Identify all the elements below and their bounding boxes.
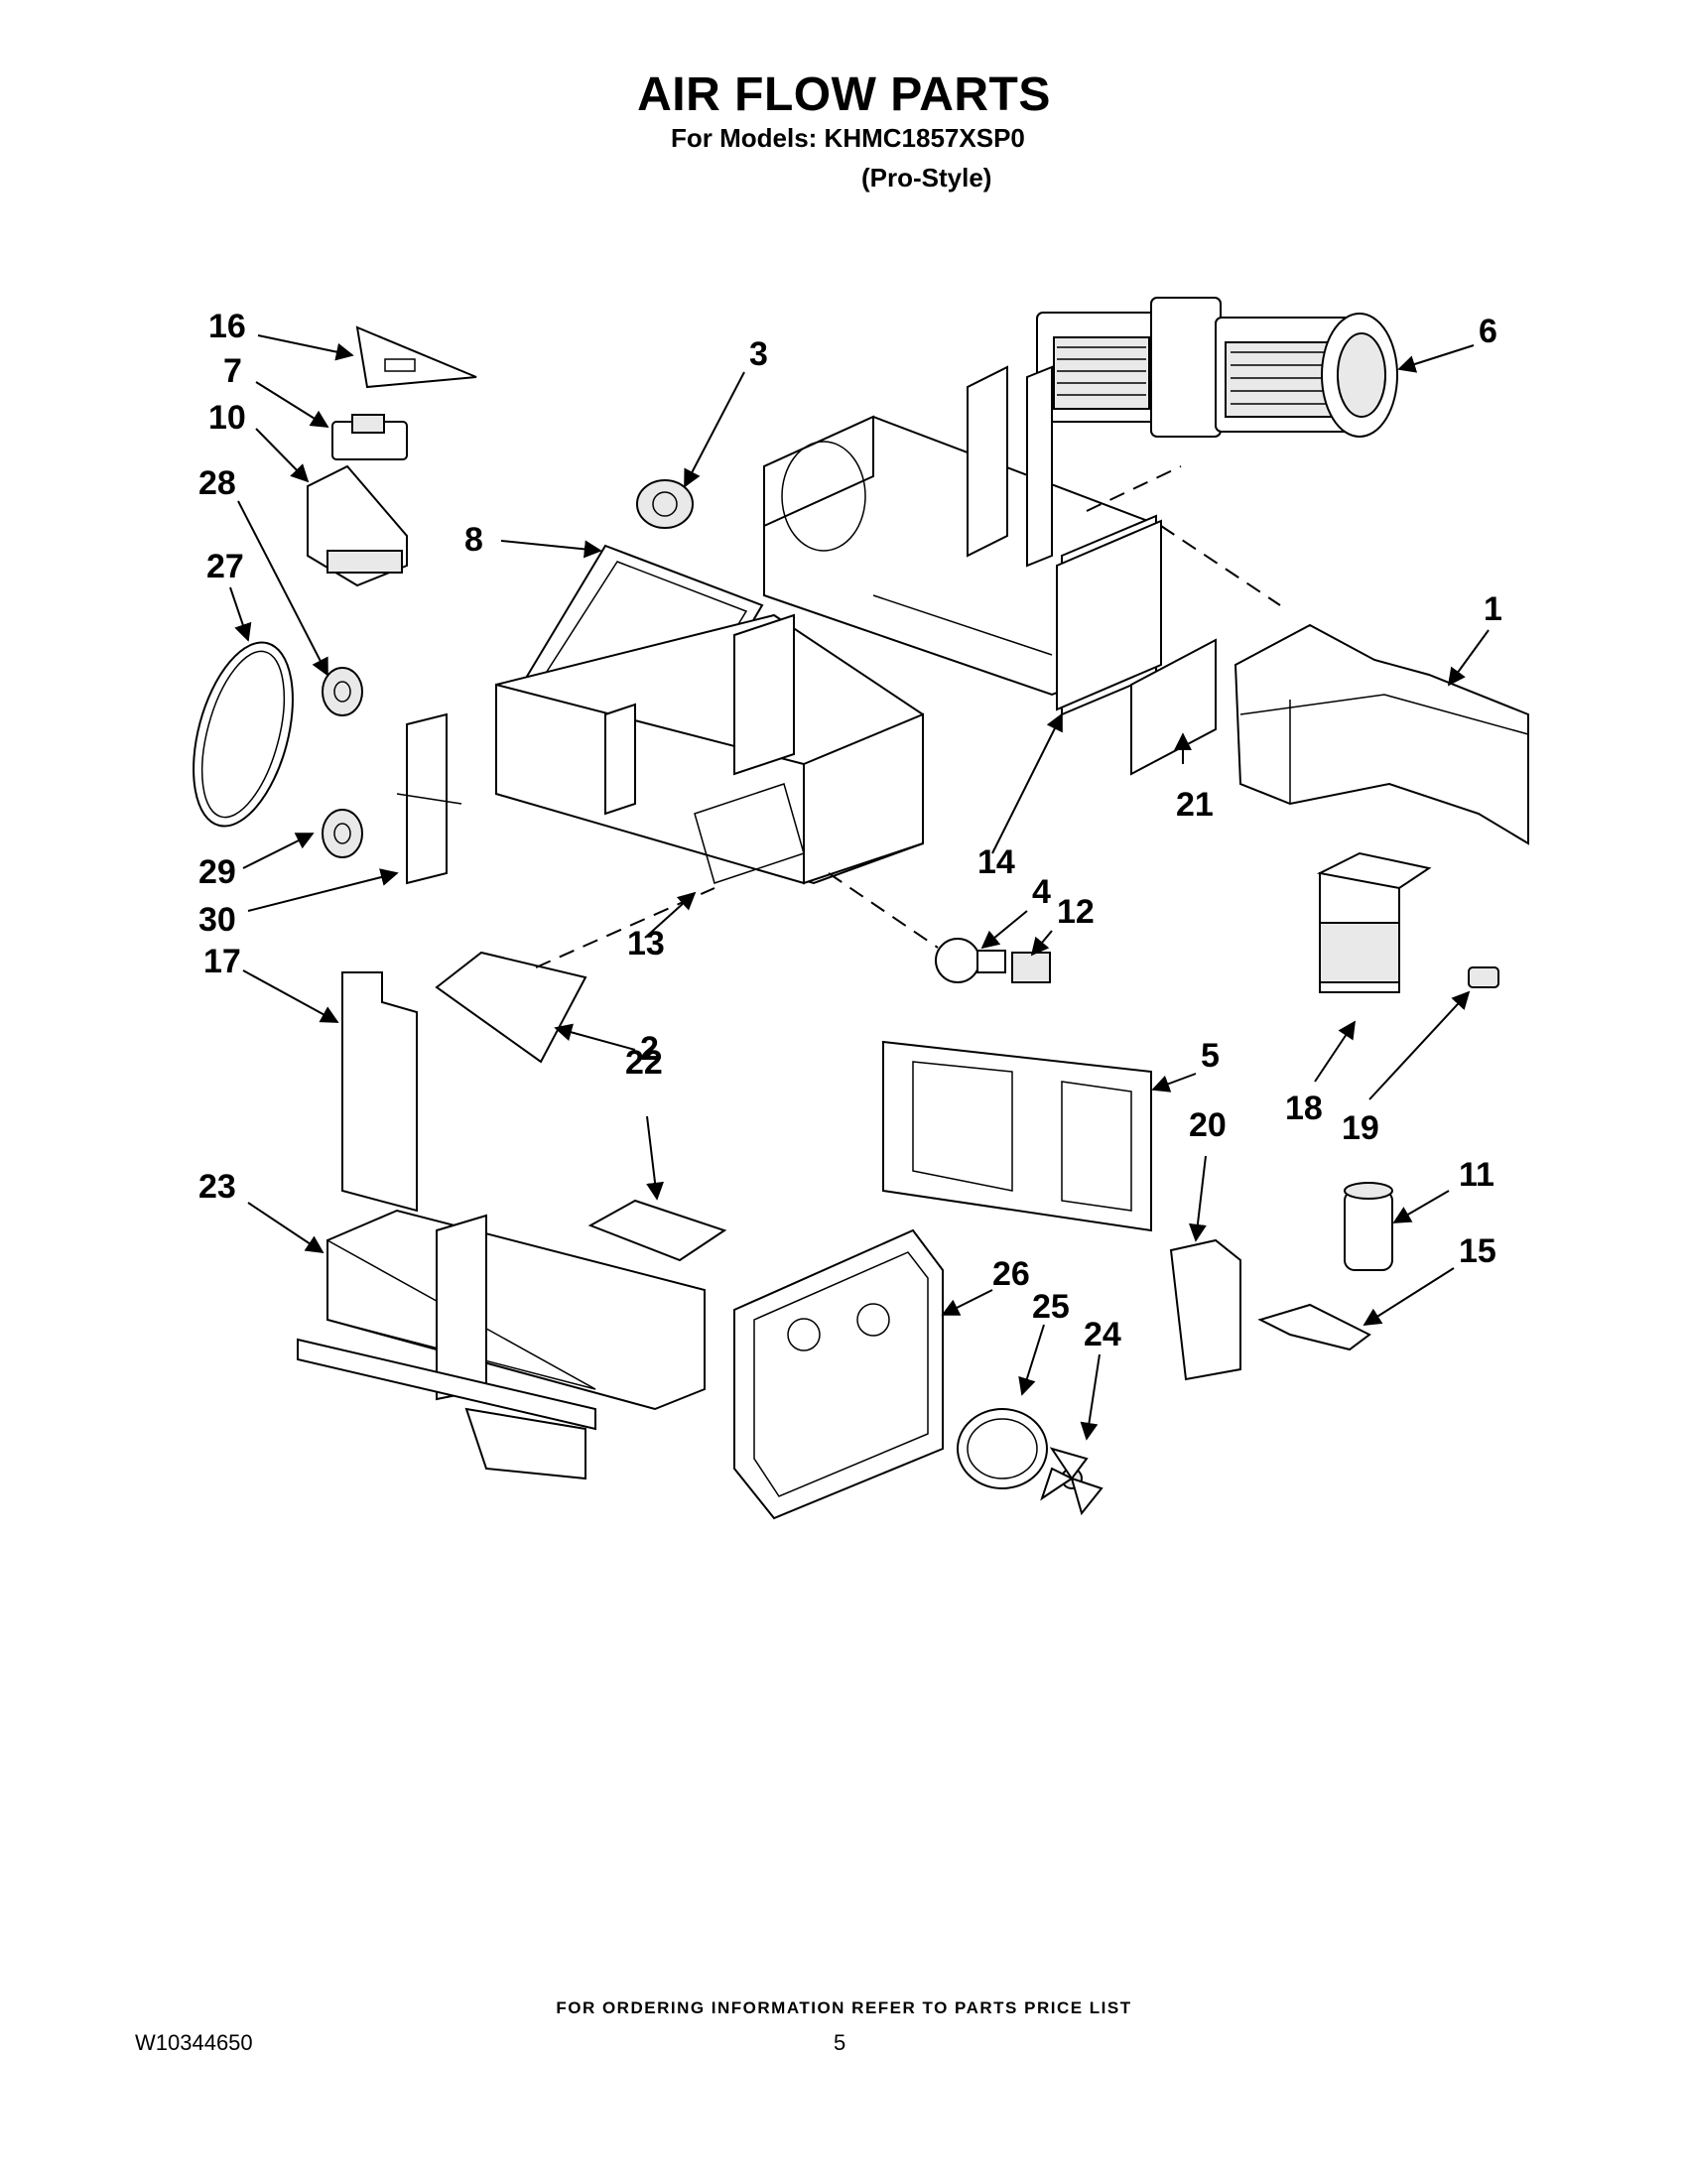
- callout-5: 5: [1201, 1037, 1220, 1075]
- callout-19: 19: [1342, 1109, 1379, 1147]
- part-11-capacitor: [1344, 1182, 1393, 1271]
- callout-10: 10: [208, 399, 246, 437]
- leader-arrow: [1397, 344, 1475, 373]
- callout-25: 25: [1032, 1288, 1070, 1326]
- callout-13: 13: [627, 925, 665, 963]
- part-14-frame: [1056, 519, 1162, 711]
- page-number: 5: [834, 2030, 846, 2055]
- part-12-socket: [1011, 952, 1051, 983]
- leader-arrow: [1151, 1073, 1197, 1092]
- leader-arrow: [941, 1289, 993, 1316]
- part-30-bracket: [396, 712, 462, 885]
- callout-16: 16: [208, 308, 246, 345]
- leader-arrow: [255, 381, 329, 428]
- callout-2: 2: [640, 1030, 659, 1068]
- callout-labels: 1234567810111213141516171819202122232425…: [198, 308, 1502, 1353]
- leader-arrow: [684, 371, 745, 488]
- callout-4: 4: [1032, 873, 1051, 911]
- leader-arrow: [1030, 930, 1053, 957]
- assembly-line: [1160, 525, 1281, 606]
- callout-30: 30: [198, 901, 236, 939]
- callout-7: 7: [223, 352, 242, 390]
- leader-arrow: [1188, 1155, 1207, 1242]
- part-24-fan-blade: [1040, 1447, 1104, 1516]
- callout-23: 23: [198, 1168, 236, 1206]
- callout-29: 29: [198, 853, 236, 891]
- callout-26: 26: [992, 1255, 1030, 1293]
- part-17-panel: [341, 971, 418, 1213]
- part-3-component: [636, 479, 694, 529]
- models-line: For Models: KHMC1857XSP0: [671, 123, 1025, 153]
- part-13-base-pan: [495, 613, 924, 885]
- leader-arrow: [980, 910, 1028, 950]
- assembly-line: [828, 872, 939, 949]
- part-25-heating-element: [957, 1408, 1048, 1489]
- part-26-tray: [733, 1228, 944, 1520]
- callout-14: 14: [977, 843, 1015, 881]
- part-4-lamp: [935, 938, 1006, 983]
- leader-arrow: [242, 833, 315, 869]
- part-29-pulley: [322, 809, 363, 858]
- part-20-component: [1169, 1238, 1241, 1381]
- part-5-duct-panel: [882, 1040, 1152, 1232]
- leader-arrow: [229, 586, 252, 642]
- part-23-cabinet-base: [297, 1209, 706, 1480]
- callout-15: 15: [1459, 1232, 1496, 1270]
- part-10-bracket: [307, 464, 408, 587]
- leader-arrow: [646, 1115, 664, 1201]
- leader-arrow: [257, 334, 354, 361]
- part-27-belt: [193, 641, 294, 828]
- leader-arrow: [644, 891, 697, 939]
- leader-arrow: [1368, 990, 1471, 1100]
- callout-11: 11: [1459, 1156, 1494, 1194]
- leader-arrow: [247, 1202, 325, 1253]
- callout-22: 22: [625, 1044, 663, 1082]
- leader-arrow: [1363, 1267, 1455, 1326]
- callout-18: 18: [1285, 1090, 1323, 1127]
- part-16-cover: [355, 325, 477, 389]
- ordering-note: FOR ORDERING INFORMATION REFER TO PARTS …: [556, 1998, 1132, 2017]
- callout-20: 20: [1189, 1106, 1227, 1144]
- part-18-transformer: [1316, 851, 1432, 993]
- callout-12: 12: [1057, 893, 1095, 931]
- part-21-panel: [1130, 638, 1217, 776]
- leader-arrow: [1080, 1353, 1101, 1441]
- part-28-pulley: [322, 667, 363, 716]
- leader-arrow: [1018, 1324, 1045, 1396]
- document-number: W10344650: [135, 2030, 253, 2055]
- leader-arrow: [554, 1023, 636, 1051]
- part-15-bracket: [1257, 1303, 1371, 1351]
- style-line: (Pro-Style): [861, 163, 992, 193]
- callout-24: 24: [1084, 1316, 1121, 1353]
- leader-arrow: [247, 868, 399, 912]
- part-1-duct: [1234, 623, 1529, 845]
- assembly-line: [1086, 465, 1182, 512]
- leader-arrow: [500, 540, 602, 559]
- leader-arrow: [242, 969, 339, 1023]
- callout-3: 3: [749, 335, 768, 373]
- leader-arrow: [1314, 1020, 1356, 1083]
- callout-21: 21: [1176, 786, 1214, 824]
- callout-17: 17: [203, 943, 241, 980]
- page-title: AIR FLOW PARTS: [637, 68, 1051, 121]
- leader-arrow: [1447, 629, 1490, 687]
- callout-28: 28: [198, 464, 236, 502]
- callout-8: 8: [464, 521, 483, 559]
- part-19-component: [1468, 966, 1499, 988]
- callout-6: 6: [1479, 313, 1497, 350]
- leader-arrow: [991, 712, 1063, 854]
- part-2-plate: [435, 951, 587, 1064]
- leader-arrow: [1392, 1190, 1450, 1223]
- callout-27: 27: [206, 548, 244, 585]
- part-7-component: [331, 414, 408, 460]
- callout-1: 1: [1484, 590, 1502, 628]
- part-22-sheet: [587, 1199, 727, 1262]
- leader-arrow: [255, 428, 310, 483]
- part-6-blower-assembly: [1036, 297, 1398, 438]
- leader-arrow: [237, 500, 328, 677]
